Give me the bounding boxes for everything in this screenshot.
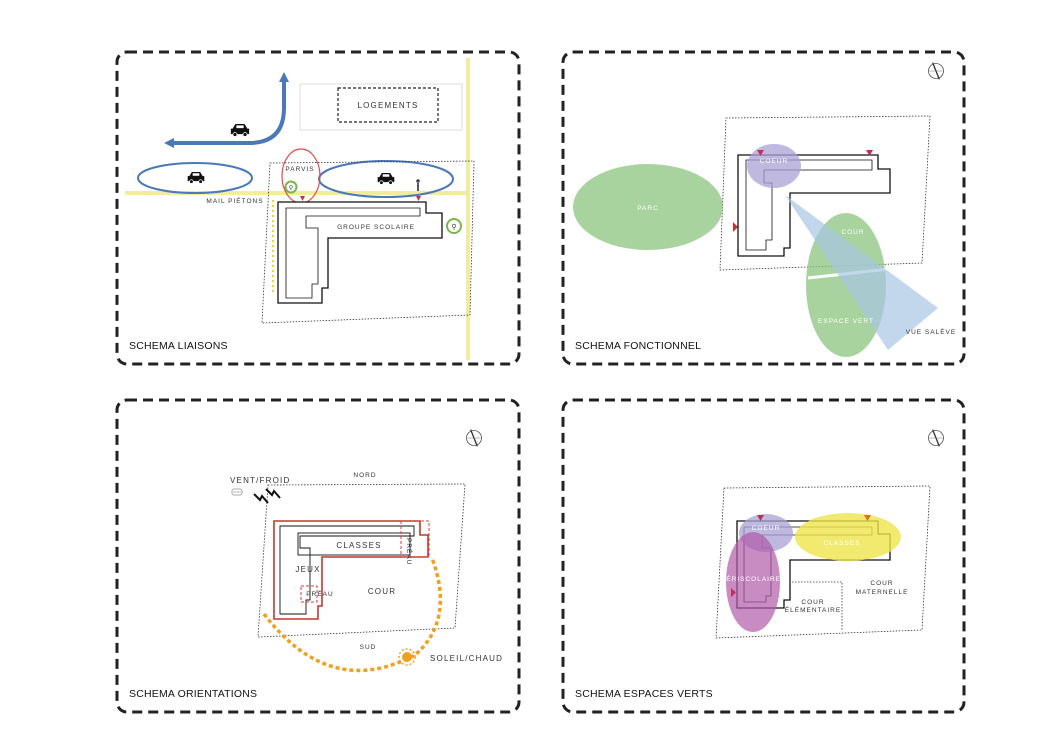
vent-froid-label: Vent/Froid xyxy=(230,476,290,485)
coeur-label: Coeur xyxy=(752,525,780,532)
site-plot xyxy=(257,483,466,638)
bike-glyph: ⚲ xyxy=(289,185,293,192)
entrance-marker-icon xyxy=(864,515,871,521)
road-line xyxy=(172,80,286,145)
cour-label: Cour xyxy=(841,229,864,236)
panel-title: SCHEMA ESPACES VERTS xyxy=(575,688,713,700)
cour-maternelle-label: Cour xyxy=(870,580,893,587)
groupe-scolaire-label: Groupe scolaire xyxy=(337,224,415,231)
parc-label: Parc xyxy=(637,205,659,212)
classes-zone xyxy=(795,513,901,561)
preau-zone xyxy=(300,585,318,603)
entrance-marker-icon xyxy=(866,150,873,156)
mail-pietons-label: Mail piétons xyxy=(206,196,263,205)
groupe-scolaire-building xyxy=(277,201,443,304)
north-compass-icon xyxy=(927,428,945,448)
periscolaire-label: Périscolaire xyxy=(721,574,781,583)
classes-wing xyxy=(297,532,411,556)
site-plot xyxy=(719,115,931,271)
wind-icon xyxy=(231,488,243,496)
bike-glyph: ⚲ xyxy=(451,223,456,231)
coeur-label: Coeur xyxy=(760,158,788,165)
building-inner-line xyxy=(285,207,421,299)
vue-saleve-cone xyxy=(785,195,938,350)
entrance-marker-icon xyxy=(757,150,764,156)
parc-zone xyxy=(573,164,723,250)
car-icon xyxy=(230,123,250,137)
vue-saleve-label: Vue Salève xyxy=(906,327,956,336)
north-compass-icon xyxy=(927,62,945,81)
preau-zone xyxy=(400,520,430,558)
cour-elementaire-label: Cour xyxy=(801,599,824,606)
logements-block xyxy=(337,87,439,123)
bike-parking-icon xyxy=(284,180,298,194)
logements-plot xyxy=(299,83,463,131)
panel-orientations: Nord Vent/Froid Classes Jeux Préau Préau… xyxy=(115,398,521,714)
sud-label: Sud xyxy=(360,644,377,651)
cour-maternelle-label: maternelle xyxy=(856,589,909,596)
soleil-chaud-label: Soleil/Chaud xyxy=(430,654,503,663)
entrance-marker-icon xyxy=(731,588,736,597)
panel-frame xyxy=(115,398,521,714)
panel-title: SCHEMA ORIENTATIONS xyxy=(129,688,257,700)
parking-zone-left xyxy=(137,162,253,194)
site-plot xyxy=(715,485,931,639)
cour-label: Cour xyxy=(368,587,396,596)
car-icon xyxy=(187,171,205,184)
sun-icon xyxy=(398,648,416,666)
building-inner-line xyxy=(279,525,415,615)
espace-vert-label: Espace vert xyxy=(818,318,874,325)
panel-title: SCHEMA FONCTIONNEL xyxy=(575,340,701,352)
panel-frame xyxy=(115,50,521,366)
periscolaire-zone xyxy=(726,532,780,632)
classes-label: Classes xyxy=(824,540,861,547)
panel-fonctionnel: Parc Coeur Cour Espace vert Vue Salève S… xyxy=(561,50,966,366)
road-arrow-up-icon xyxy=(279,72,289,82)
parking-zone-right xyxy=(318,160,454,198)
coeur-zone xyxy=(747,144,801,188)
parvis-label: Parvis xyxy=(285,166,314,173)
school-building xyxy=(273,520,429,620)
cour-separation xyxy=(792,581,843,630)
panel-espaces-verts: Classes Coeur Périscolaire Cour élémenta… xyxy=(561,398,966,714)
cour-elementaire-label: élémentaire xyxy=(785,605,841,614)
preau-label-vertical: Préau xyxy=(405,538,414,565)
entrance-marker-icon xyxy=(733,222,738,232)
site-plot xyxy=(261,160,475,324)
entrance-marker-icon xyxy=(416,196,421,201)
classes-label: Classes xyxy=(336,541,381,550)
road-arrow-left-icon xyxy=(164,138,174,148)
logements-label: Logements xyxy=(357,101,418,110)
panel-title: SCHEMA LIAISONS xyxy=(129,340,228,352)
wind-arrows-icon xyxy=(253,488,281,504)
pedestrian-icon xyxy=(416,179,420,191)
jeux-label: Jeux xyxy=(295,565,320,574)
entrance-marker-icon xyxy=(300,196,305,201)
north-compass-icon xyxy=(465,428,483,448)
car-icon xyxy=(377,172,395,185)
bike-parking-icon xyxy=(446,218,462,234)
entrance-marker-icon xyxy=(757,515,764,521)
preau-label: Préau xyxy=(306,589,333,598)
nord-label: Nord xyxy=(353,472,376,479)
panel-liaisons: Logements Parvis ⚲ Groupe scolaire xyxy=(115,50,521,366)
